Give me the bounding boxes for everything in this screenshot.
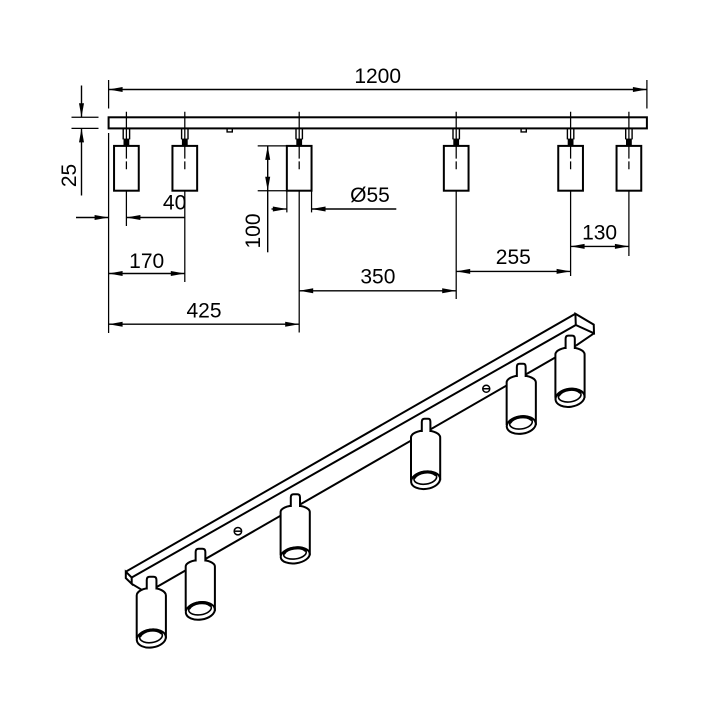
dim-spot-diameter-label: Ø55	[350, 184, 390, 207]
spotlight-iso-2	[184, 547, 216, 621]
dim-spot3-offset-label: 425	[186, 300, 221, 323]
dim-spacing-4-5: 255	[456, 246, 571, 274]
dim-spacing-5-6: 130	[570, 222, 629, 249]
dim-spacing-3-4: 350	[299, 265, 457, 294]
dim-total-length-label: 1200	[354, 65, 401, 88]
dim-spacing-3-4-label: 350	[360, 265, 395, 288]
dim-spot-height-label: 100	[242, 213, 265, 248]
dim-spot2-offset-label: 170	[129, 250, 164, 273]
screw-mark-2	[482, 384, 491, 393]
dim-spot-height: 100	[242, 145, 271, 253]
spotlight-iso-6	[554, 334, 586, 408]
dim-spot1-offset-label: 40	[163, 191, 186, 214]
isometric-view	[124, 311, 596, 649]
screw-mark-1	[233, 526, 243, 536]
iso-bar-edge-bottom	[146, 344, 577, 594]
front-view: 1200 25 40 170	[58, 65, 648, 333]
dim-spot-diameter: Ø55	[271, 184, 397, 212]
dim-spot1-offset: 40	[76, 191, 186, 220]
iso-bar-right-end	[574, 311, 596, 347]
iso-bar-edge-middle	[131, 324, 577, 579]
spotlight-iso-3	[279, 493, 311, 565]
iso-bar-edge-top	[125, 312, 576, 573]
dim-bar-height-label: 25	[58, 164, 81, 187]
spotlight-iso-4	[410, 417, 442, 491]
spot-centre-lines	[125, 111, 630, 333]
dim-spot3-offset: 425	[108, 300, 300, 327]
dim-spacing-5-6-label: 130	[582, 222, 617, 245]
bar-clip-left	[226, 128, 233, 133]
bar-clip-right	[520, 128, 527, 133]
extension-lines	[71, 80, 648, 333]
spotlight-iso-5	[505, 362, 537, 435]
dim-bar-height: 25	[58, 85, 84, 196]
dim-spot2-offset: 170	[108, 250, 185, 276]
dim-spacing-4-5-label: 255	[496, 246, 531, 269]
mounting-bar-front	[107, 116, 648, 130]
spotlight-iso-1	[135, 575, 167, 649]
dim-total-length: 1200	[108, 65, 647, 92]
